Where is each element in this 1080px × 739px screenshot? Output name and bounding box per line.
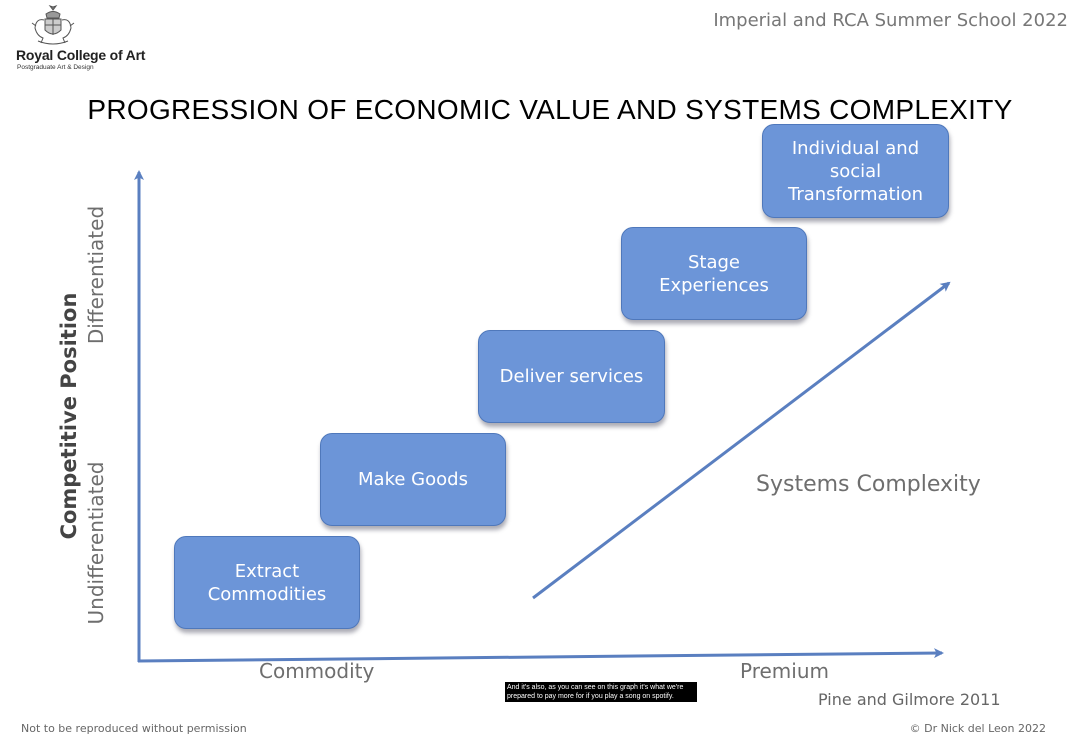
y-axis-high-label: Differentiated: [84, 205, 108, 345]
step-extract-commodities: Extract Commodities: [174, 536, 360, 629]
step-make-goods: Make Goods: [320, 433, 506, 526]
y-axis-title: Competitive Position: [57, 292, 81, 540]
slide-title: PROGRESSION OF ECONOMIC VALUE AND SYSTEM…: [87, 94, 1013, 125]
royal-crest-icon: [31, 5, 75, 45]
step-individual-social-transformation: Individual and social Transformation: [762, 124, 949, 218]
event-title: Imperial and RCA Summer School 2022: [713, 10, 1068, 31]
logo-name: Royal College of Art: [16, 47, 146, 63]
systems-complexity-arrow: [532, 281, 951, 600]
step-deliver-services: Deliver services: [478, 330, 665, 423]
logo-subtitle: Postgraduate Art & Design: [17, 64, 94, 71]
footer-copyright-notice: Not to be reproduced without permission: [21, 722, 247, 735]
x-axis-line: [137, 648, 944, 663]
footer-credit: © Dr Nick del Leon 2022: [909, 722, 1046, 735]
citation: Pine and Gilmore 2011: [818, 690, 1001, 709]
systems-complexity-label: Systems Complexity: [756, 472, 981, 497]
step-stage-experiences: Stage Experiences: [621, 227, 807, 320]
subtitle-caption: And it's also, as you can see on this gr…: [505, 682, 697, 702]
x-axis-low-label: Commodity: [259, 659, 375, 683]
x-axis-high-label: Premium: [740, 659, 829, 683]
y-axis-low-label: Undifferentiated: [84, 461, 108, 625]
rca-logo: Royal College of Art Postgraduate Art & …: [16, 4, 156, 74]
